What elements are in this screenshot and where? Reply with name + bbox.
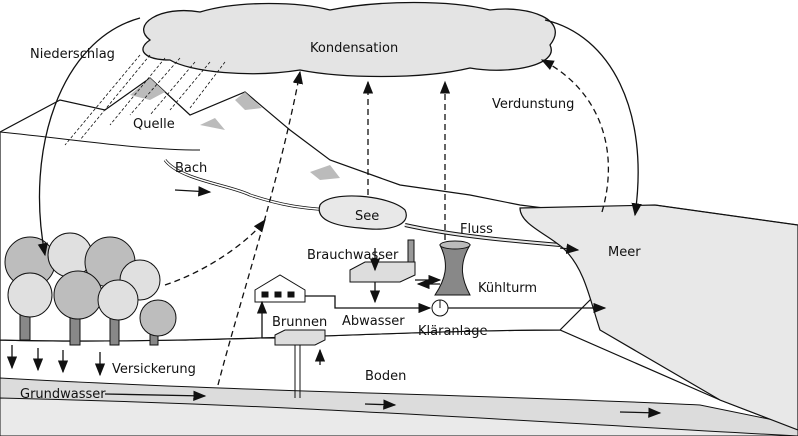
- label-meer: Meer: [608, 245, 641, 260]
- stream-inner: [164, 159, 331, 211]
- deep-groundwater: [0, 397, 798, 436]
- label-abwasser: Abwasser: [342, 314, 405, 329]
- rain-lines: [64, 54, 226, 146]
- sea-cliff: [654, 204, 798, 226]
- factory: [349, 239, 416, 283]
- label-boden: Boden: [365, 369, 406, 384]
- label-brauchwasser: Brauchwasser: [307, 248, 399, 263]
- terrain-line: [0, 131, 201, 151]
- cloud: [142, 1, 556, 78]
- treatment-plant: [431, 299, 449, 317]
- evaporation-arrows: [164, 59, 609, 386]
- label-brunnen: Brunnen: [272, 315, 327, 330]
- label-kondensation: Kondensation: [310, 41, 398, 56]
- well: [274, 329, 326, 398]
- river-inner: [404, 224, 561, 246]
- label-verdunstung: Verdunstung: [492, 97, 574, 112]
- label-see: See: [355, 209, 379, 224]
- sea: [519, 204, 798, 431]
- label-grundwasser: Grundwasser: [20, 387, 106, 402]
- cooling-tower: [434, 240, 471, 296]
- lake: [318, 195, 407, 230]
- label-kuehlturm: Kühlturm: [478, 281, 537, 296]
- label-versickerung: Versickerung: [112, 362, 196, 377]
- flow-arrows: [6, 17, 662, 418]
- label-quelle: Quelle: [133, 117, 175, 132]
- snow-patch: [130, 78, 340, 180]
- label-niederschlag: Niederschlag: [30, 47, 115, 62]
- label-fluss: Fluss: [460, 222, 493, 237]
- label-klaeranlage: Kläranlage: [418, 324, 487, 339]
- label-bach: Bach: [175, 161, 207, 176]
